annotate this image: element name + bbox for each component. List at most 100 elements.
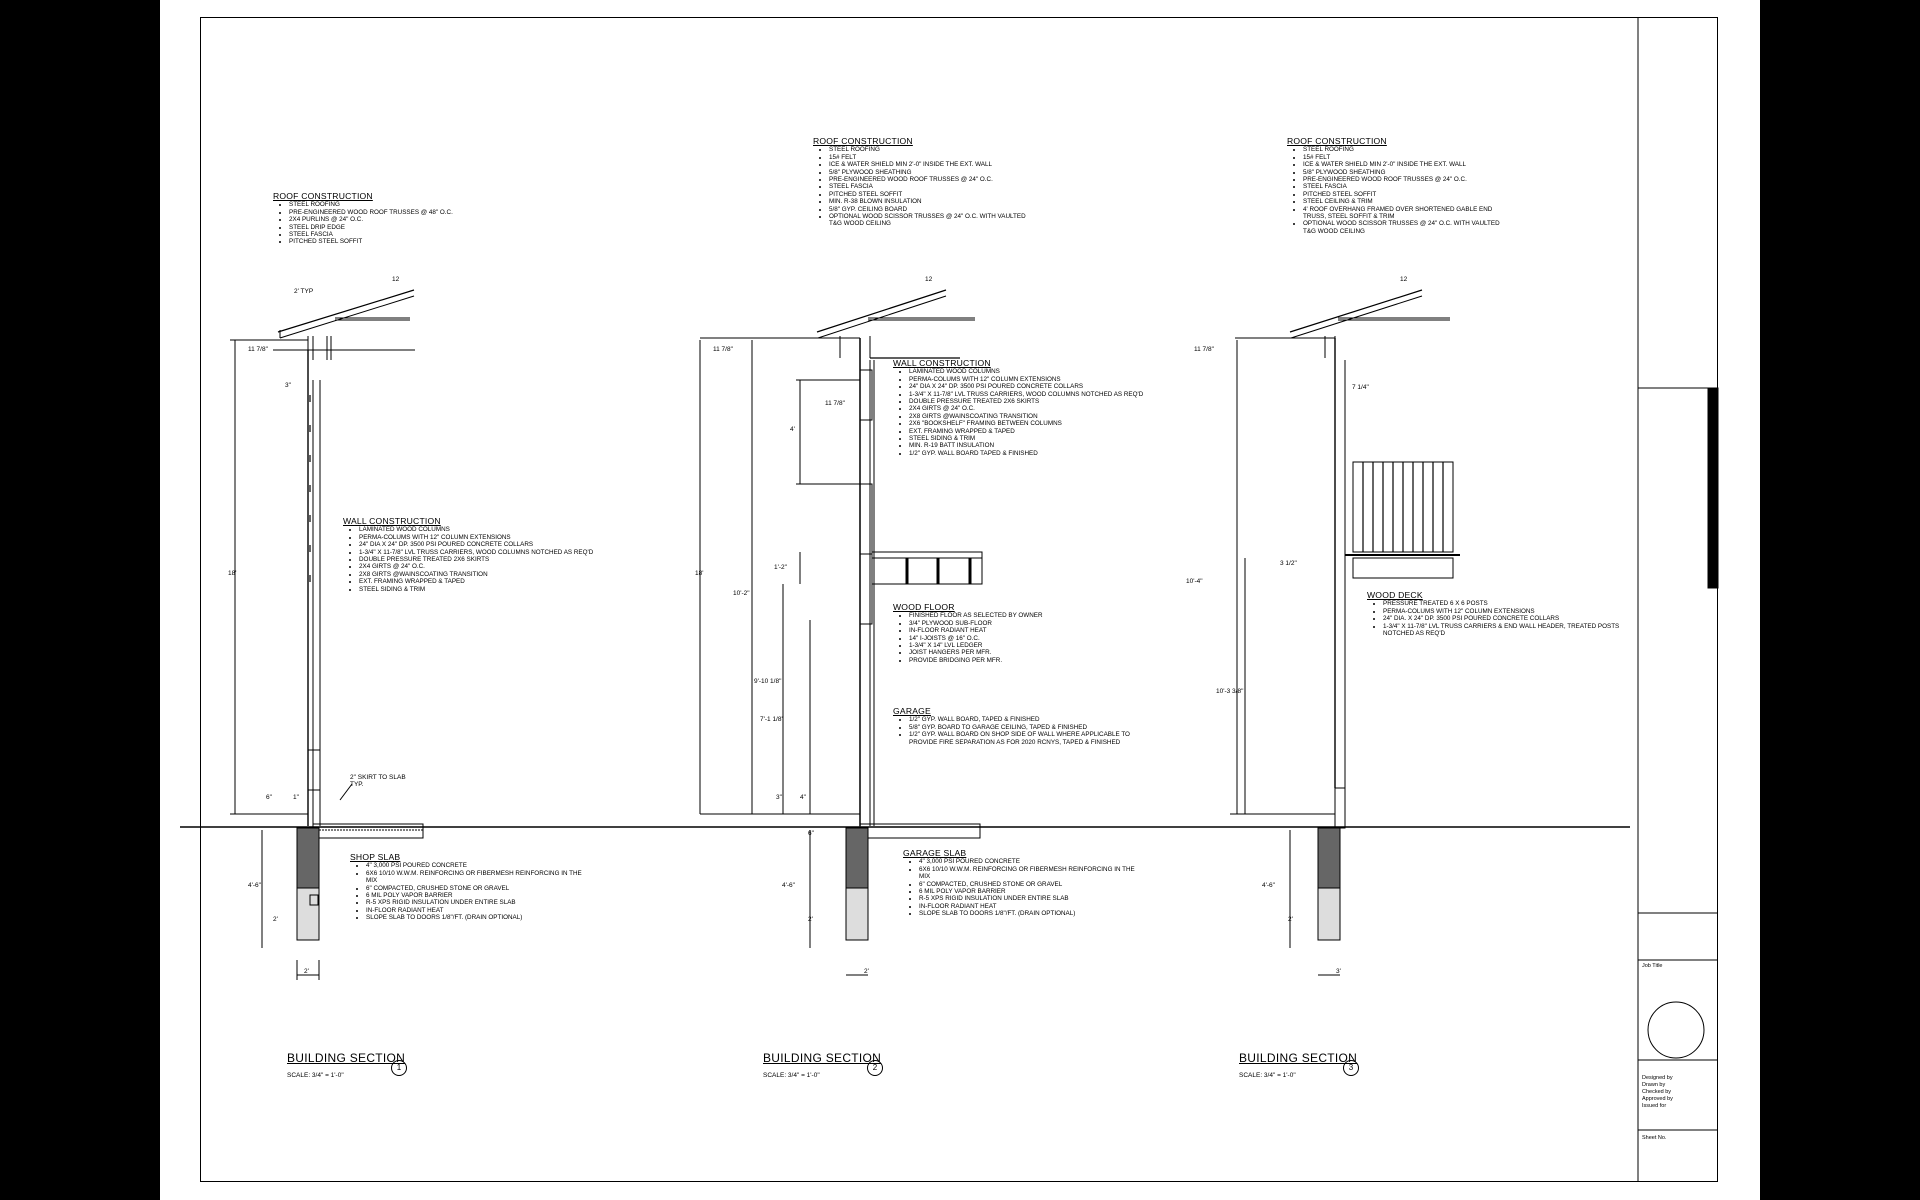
note-s2-garage: GARAGE 1/2" GYP. WALL BOARD, TAPED & FIN… (893, 706, 1143, 746)
note-item: PRESSURE TREATED 6 X 6 POSTS (1383, 600, 1627, 607)
note-item: 15# FELT (1303, 154, 1507, 161)
note-item: PITCHED STEEL SOFFIT (829, 191, 1033, 198)
note-item: STEEL SIDING & TRIM (359, 586, 603, 593)
note-item: IN-FLOOR RADIANT HEAT (909, 627, 1113, 634)
note-item: STEEL CEILING & TRIM (1303, 198, 1507, 205)
dim-label: 3 1/2" (1280, 560, 1297, 567)
note-item: MIN. R-19 BATT INSULATION (909, 442, 1173, 449)
note-s1-wall: WALL CONSTRUCTION LAMINATED WOOD COLUMNS… (343, 516, 603, 593)
dim-label: 18' (695, 570, 704, 577)
dim-label: 2' TYP (294, 288, 314, 295)
dim-label: 10'-4" (1186, 578, 1203, 585)
dim-label: 6" (266, 794, 272, 801)
dim-label: 3" (776, 794, 782, 801)
dim-label: 1'-2" (774, 564, 787, 571)
section-2-drawing (699, 289, 983, 976)
note-item: STEEL FASCIA (829, 183, 1033, 190)
note-item: OPTIONAL WOOD SCISSOR TRUSSES @ 24" O.C.… (1303, 220, 1507, 235)
note-item: R-5 XPS RIGID INSULATION UNDER ENTIRE SL… (366, 899, 590, 906)
note-item: PERMA-COLUMS WITH 12" COLUMN EXTENSIONS (359, 534, 603, 541)
note-item: FINISHED FLOOR AS SELECTED BY OWNER (909, 612, 1113, 619)
dim-label: 2' (808, 916, 813, 923)
note-item: 1-3/4" X 14" LVL LEDGER (909, 642, 1113, 649)
checked-by-label: Checked by (1642, 1089, 1672, 1095)
note-item: IN-FLOOR RADIANT HEAT (919, 903, 1143, 910)
dim-label: 7 1/4" (1352, 384, 1369, 391)
dim-label: 4" (800, 794, 806, 801)
dim-label: 2' (304, 968, 309, 975)
note-item: STEEL SIDING & TRIM (909, 435, 1173, 442)
dim-label: 12 (925, 276, 933, 283)
note-item: 2X8 GIRTS @WAINSCOATING TRANSITION (359, 571, 603, 578)
note-item: PITCHED STEEL SOFFIT (289, 238, 503, 245)
section-scale-2: SCALE: 3/4" = 1'-0" (763, 1072, 820, 1079)
note-item: 1-3/4" X 11-7/8" LVL TRUSS CARRIERS, WOO… (359, 549, 603, 556)
note-item: STEEL FASCIA (289, 231, 503, 238)
note-s3-deck: WOOD DECK PRESSURE TREATED 6 X 6 POSTSPE… (1367, 590, 1627, 638)
note-item: PRE-ENGINEERED WOOD ROOF TRUSSES @ 48" O… (289, 209, 503, 216)
section-number-1: 1 (391, 1060, 407, 1076)
note-item: SLOPE SLAB TO DOORS 1/8"/FT. (DRAIN OPTI… (366, 914, 590, 921)
note-item: 1/2" GYP. WALL BOARD ON SHOP SIDE OF WAL… (909, 731, 1143, 746)
dim-label: 12 (392, 276, 400, 283)
note-s2-slab: GARAGE SLAB 4" 3,000 PSI POURED CONCRETE… (903, 848, 1143, 918)
dim-label: 7'-1 1/8" (760, 716, 784, 723)
designed-by-label: Designed by (1642, 1075, 1673, 1081)
dim-label: 10'-2" (733, 590, 750, 597)
dim-label: 4' (790, 426, 795, 433)
note-item: PRE-ENGINEERED WOOD ROOF TRUSSES @ 24" O… (829, 176, 1033, 183)
note-item: LAMINATED WOOD COLUMNS (909, 368, 1173, 375)
dim-label: 18' (228, 570, 237, 577)
sheet-number: A-3 (1816, 1148, 1833, 1187)
note-s2-wall: WALL CONSTRUCTION LAMINATED WOOD COLUMNS… (893, 358, 1173, 457)
note-item: 3/4" PLYWOOD SUB-FLOOR (909, 620, 1113, 627)
dim-label: 11 7/8" (1194, 346, 1214, 353)
dim-label: 2" SKIRT TO SLAB TYP. (350, 774, 406, 788)
dim-label: 12 (1400, 276, 1408, 283)
dim-label: 3' (1336, 968, 1341, 975)
note-item: 6 MIL POLY VAPOR BARRIER (919, 888, 1143, 895)
title-block: Job Title Designed by Drawn by Checked b… (1638, 17, 1718, 1182)
approved-by-label: Approved by (1642, 1096, 1673, 1102)
section-scale-3: SCALE: 3/4" = 1'-0" (1239, 1072, 1296, 1079)
sheet-border (200, 17, 1718, 1182)
dim-label: 2' (1288, 916, 1293, 923)
note-item: 4" 3,000 PSI POURED CONCRETE (919, 858, 1143, 865)
note-item: 6" COMPACTED, CRUSHED STONE OR GRAVEL (366, 885, 590, 892)
note-item: EXT. FRAMING WRAPPED & TAPED (359, 578, 603, 585)
dim-label: 9'-10 1/8" (754, 678, 782, 685)
dim-label: 11 7/8" (825, 400, 845, 407)
note-item: 5/8" PLYWOOD SHEATHING (829, 169, 1033, 176)
note-item: PERMA-COLUMS WITH 12" COLUMN EXTENSIONS (909, 376, 1173, 383)
note-s2-floor: WOOD FLOOR FINISHED FLOOR AS SELECTED BY… (893, 602, 1113, 664)
note-item: 2X4 GIRTS @ 24" O.C. (359, 563, 603, 570)
note-item: DOUBLE PRESSURE TREATED 2X6 SKIRTS (359, 556, 603, 563)
dim-label: 11 7/8" (248, 346, 268, 353)
note-item: PRE-ENGINEERED WOOD ROOF TRUSSES @ 24" O… (1303, 176, 1507, 183)
dim-label: 2' (273, 916, 278, 923)
note-item: 5/8" PLYWOOD SHEATHING (1303, 169, 1507, 176)
note-item: STEEL ROOFING (289, 201, 503, 208)
note-item: PITCHED STEEL SOFFIT (1303, 191, 1507, 198)
note-item: 1/2" GYP. WALL BOARD, TAPED & FINISHED (909, 716, 1143, 723)
note-s1-slab: SHOP SLAB 4" 3,000 PSI POURED CONCRETE6X… (350, 852, 590, 922)
note-item: ICE & WATER SHIELD MIN 2'-0" INSIDE THE … (829, 161, 1033, 168)
dim-label: 4'-6" (248, 882, 261, 889)
note-s2-roof: ROOF CONSTRUCTION STEEL ROOFING15# FELTI… (813, 136, 1033, 228)
note-item: 6X6 10/10 W.W.M. REINFORCING OR FIBERMES… (919, 866, 1143, 881)
note-item: 6 MIL POLY VAPOR BARRIER (366, 892, 590, 899)
note-item: OPTIONAL WOOD SCISSOR TRUSSES @ 24" O.C.… (829, 213, 1033, 228)
note-item: SLOPE SLAB TO DOORS 1/8"/FT. (DRAIN OPTI… (919, 910, 1143, 917)
section-3-drawing (1230, 289, 1460, 976)
job-title-label: Job Title (1642, 963, 1663, 969)
note-item: 2X4 PURLINS @ 24" O.C. (289, 216, 503, 223)
note-item: JOIST HANGERS PER MFR. (909, 649, 1113, 656)
note-s3-roof: ROOF CONSTRUCTION STEEL ROOFING15# FELTI… (1287, 136, 1507, 235)
note-item: 5/8" GYP. CEILING BOARD (829, 206, 1033, 213)
section-number-3: 3 (1343, 1060, 1359, 1076)
note-item: 1-3/4" X 11-7/8" LVL TRUSS CARRIERS & EN… (1383, 623, 1627, 638)
note-item: EXT. FRAMING WRAPPED & TAPED (909, 428, 1173, 435)
section-title-1: BUILDING SECTION (287, 1051, 406, 1065)
dim-label: 4'-6" (782, 882, 795, 889)
note-item: 24" DIA X 24" DP. 3500 PSI POURED CONCRE… (359, 541, 603, 548)
